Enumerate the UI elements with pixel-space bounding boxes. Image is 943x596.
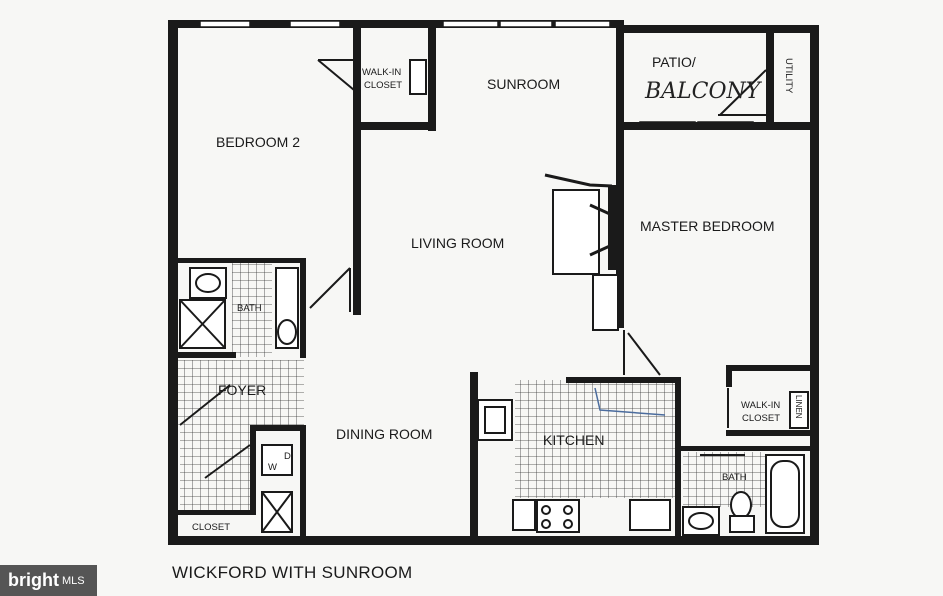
plan-title: WICKFORD WITH SUNROOM [172,563,413,582]
label-linen: LINEN [794,395,803,419]
windows [199,20,754,129]
fireplace [544,173,619,331]
label-living-room: LIVING ROOM [411,235,504,251]
bath-b-fixtures [682,454,805,536]
label-bath-b: BATH [722,472,747,483]
watermark-suffix: MLS [62,574,85,587]
label-kitchen: KITCHEN [543,432,604,448]
label-closet: CLOSET [192,522,230,533]
label-dryer: D [284,451,291,462]
label-walkin-closet-a-2: CLOSET [364,80,402,91]
label-dining-room: DINING ROOM [336,426,432,442]
foyer-tile [172,360,304,430]
linen-shelf [789,391,809,429]
bath-a-fixtures [179,267,299,349]
laundry [261,444,293,533]
label-walkin-closet-a-1: WALK-IN [362,67,401,78]
label-sunroom: SUNROOM [487,76,560,92]
brightmls-watermark: bright MLS [0,565,97,596]
kitchen-tile [515,380,675,498]
label-utility: UTILITY [783,58,794,94]
label-balcony: BALCONY [644,79,763,104]
label-washer: W [268,462,277,473]
label-walkin-closet-b-1: WALK-IN [741,400,780,411]
label-bath-a: BATH [237,303,262,314]
label-walkin-closet-b-2: CLOSET [742,413,780,424]
interior-walls [176,28,811,537]
watermark-brand: bright [8,570,59,590]
label-foyer: FOYER [218,382,266,398]
label-bedroom-2: BEDROOM 2 [216,134,300,150]
exterior-walls [168,20,819,545]
label-master-bedroom: MASTER BEDROOM [640,218,775,234]
kitchen-fixtures [477,387,671,533]
label-patio: PATIO/ [652,54,696,70]
bath-b-tile [683,452,765,507]
doors [179,59,767,479]
bath-a-tile [232,262,272,357]
